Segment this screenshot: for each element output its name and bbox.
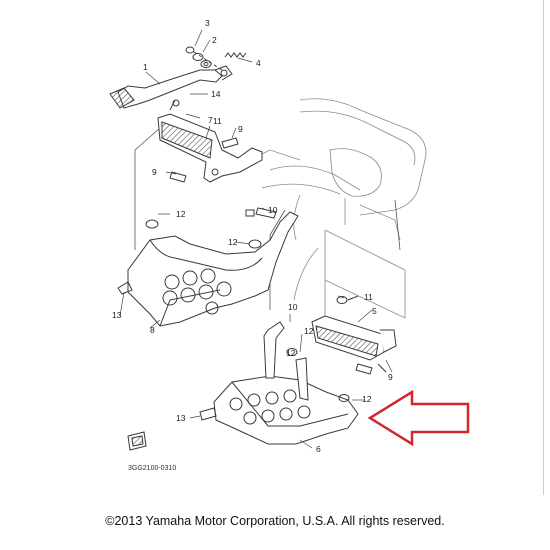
callout-label: 2	[212, 35, 217, 45]
callout-label: 8	[150, 325, 155, 335]
callout-label: 12	[228, 237, 238, 247]
callout-label: 12	[286, 348, 296, 358]
callout-label: 1	[143, 62, 148, 72]
callout-label: 12	[304, 326, 314, 336]
return-spring	[224, 52, 247, 58]
callout-label: 13	[176, 413, 186, 423]
copyright-notice: ©2013 Yamaha Motor Corporation, U.S.A. A…	[105, 514, 445, 528]
callout-label: 14	[211, 89, 221, 99]
left-footrest-bracket	[157, 99, 263, 183]
right-footrest	[311, 295, 397, 375]
callout-label: 9	[152, 167, 157, 177]
callout-label: 11	[364, 292, 373, 302]
washer-set	[185, 46, 223, 71]
callout-label: 9	[388, 372, 393, 382]
callout-label: 7	[208, 115, 213, 125]
callout-label: 12	[176, 209, 186, 219]
callout-label: 10	[268, 205, 278, 215]
key-tag-icon	[127, 431, 147, 451]
drawing-code: 3GG2100-0310	[128, 465, 176, 472]
callout-label: 3	[205, 18, 210, 28]
frame-border-line	[543, 0, 544, 495]
callout-label: 6	[316, 444, 321, 454]
right-footrest-guard	[199, 321, 359, 445]
brake-pedal	[109, 65, 233, 109]
callout-label: 11	[213, 116, 222, 126]
callout-label: 10	[288, 302, 298, 312]
callout-label: 4	[256, 58, 261, 68]
callout-label: 13	[112, 310, 122, 320]
highlight-arrow	[367, 389, 470, 447]
motorcycle-frame-outline	[249, 98, 427, 330]
callout-leader-lines	[119, 29, 393, 449]
callout-label: 9	[238, 124, 243, 134]
left-footrest-guard	[117, 211, 299, 327]
bolt-set-upper	[169, 137, 277, 219]
callout-label: 5	[372, 306, 377, 316]
callout-label: 12	[362, 394, 372, 404]
